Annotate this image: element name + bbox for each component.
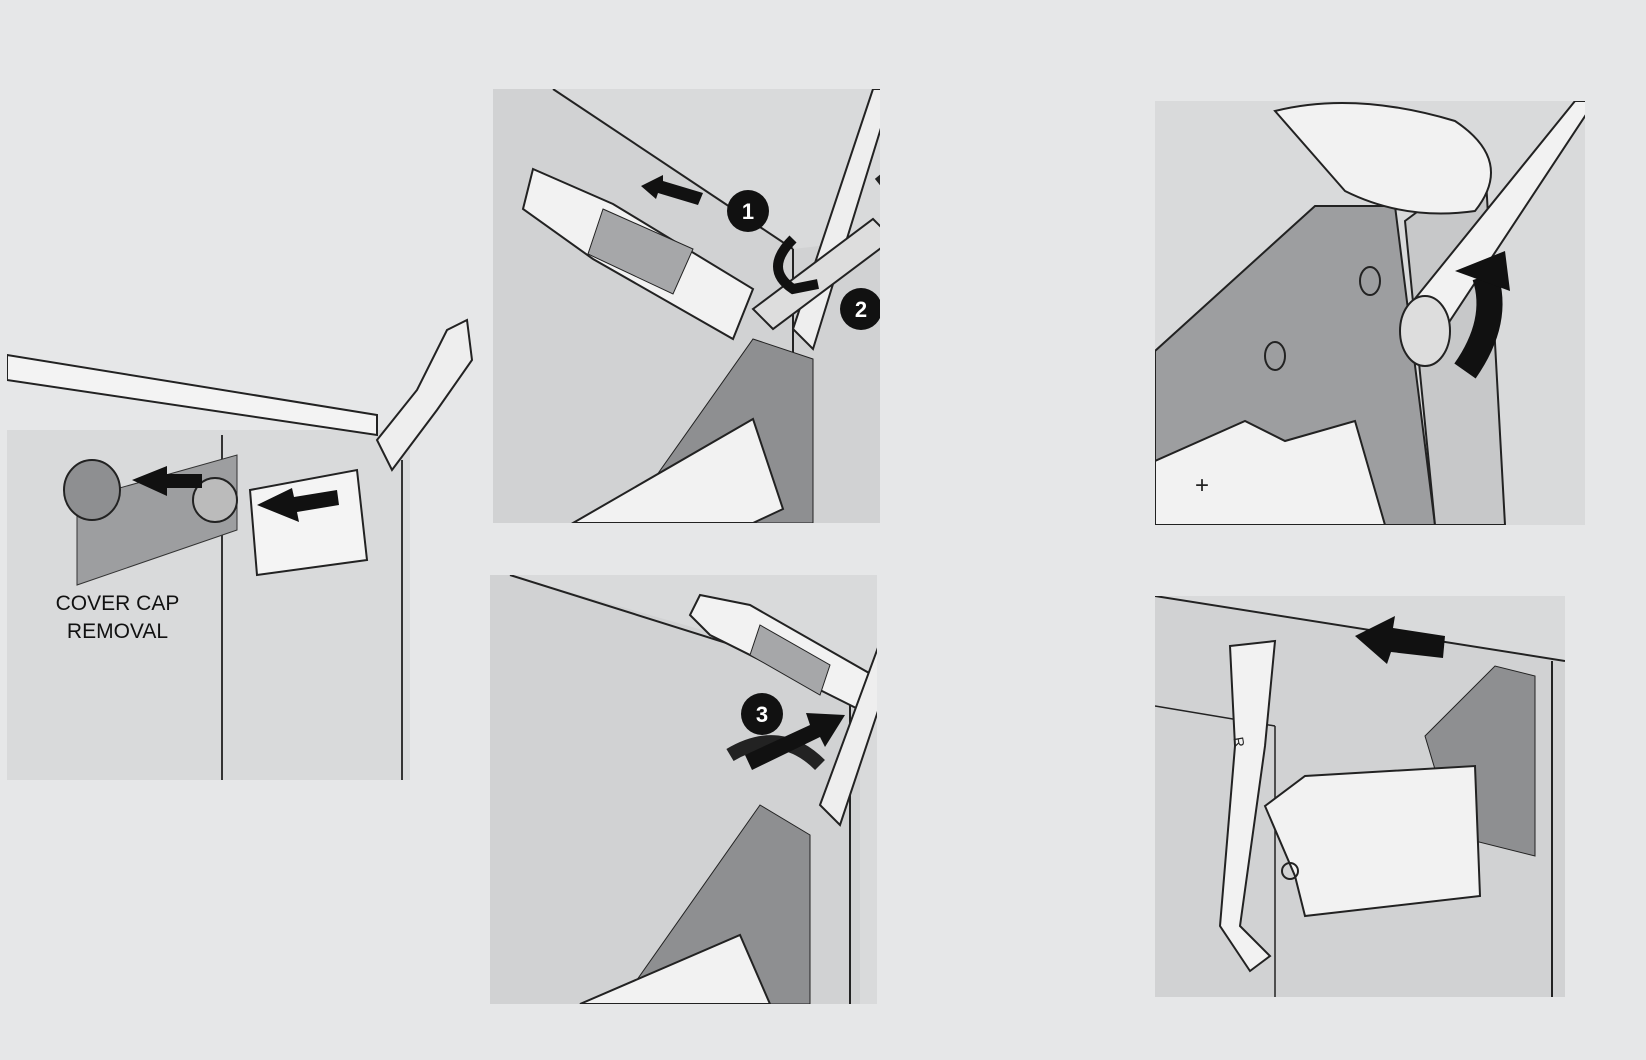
step-3-illustration: 3	[490, 575, 877, 1004]
svg-text:+: +	[1195, 472, 1209, 499]
panel-cover-cap-removal: COVER CAP REMOVAL	[7, 280, 487, 780]
arrow-left-icon	[1355, 616, 1445, 664]
svg-text:3: 3	[756, 702, 768, 727]
rotate-arrow-icon	[773, 235, 819, 295]
panel-lever-rotate: +	[1155, 101, 1585, 525]
step-1-marker: 1	[727, 190, 769, 232]
cover-cap-illustration	[7, 318, 474, 780]
svg-text:2: 2	[855, 297, 867, 322]
step-2-marker: 2	[840, 288, 880, 330]
svg-text:1: 1	[742, 199, 754, 224]
arm-marking: R	[1230, 736, 1248, 749]
arrow-up-right-icon	[745, 713, 845, 770]
lever-rotate-illustration: +	[1155, 101, 1585, 525]
arm-attach-illustration: R	[1155, 596, 1565, 997]
rotate-up-arrow-icon	[1454, 271, 1503, 379]
caption-line-2: REMOVAL	[66, 620, 169, 643]
panel-step-3: 3	[490, 575, 877, 1004]
step-1-2-illustration: 1 2	[493, 89, 880, 523]
arrow-left-icon	[641, 175, 703, 205]
caption-line-1: COVER CAP	[55, 592, 180, 615]
caption: COVER CAP REMOVAL	[40, 590, 195, 646]
panel-steps-1-2: 1 2	[493, 89, 880, 523]
arrow-left-icon	[257, 488, 339, 522]
arrow-left-icon	[132, 466, 202, 496]
step-3-marker: 3	[741, 693, 783, 735]
panel-arm-attach: R	[1155, 596, 1565, 997]
